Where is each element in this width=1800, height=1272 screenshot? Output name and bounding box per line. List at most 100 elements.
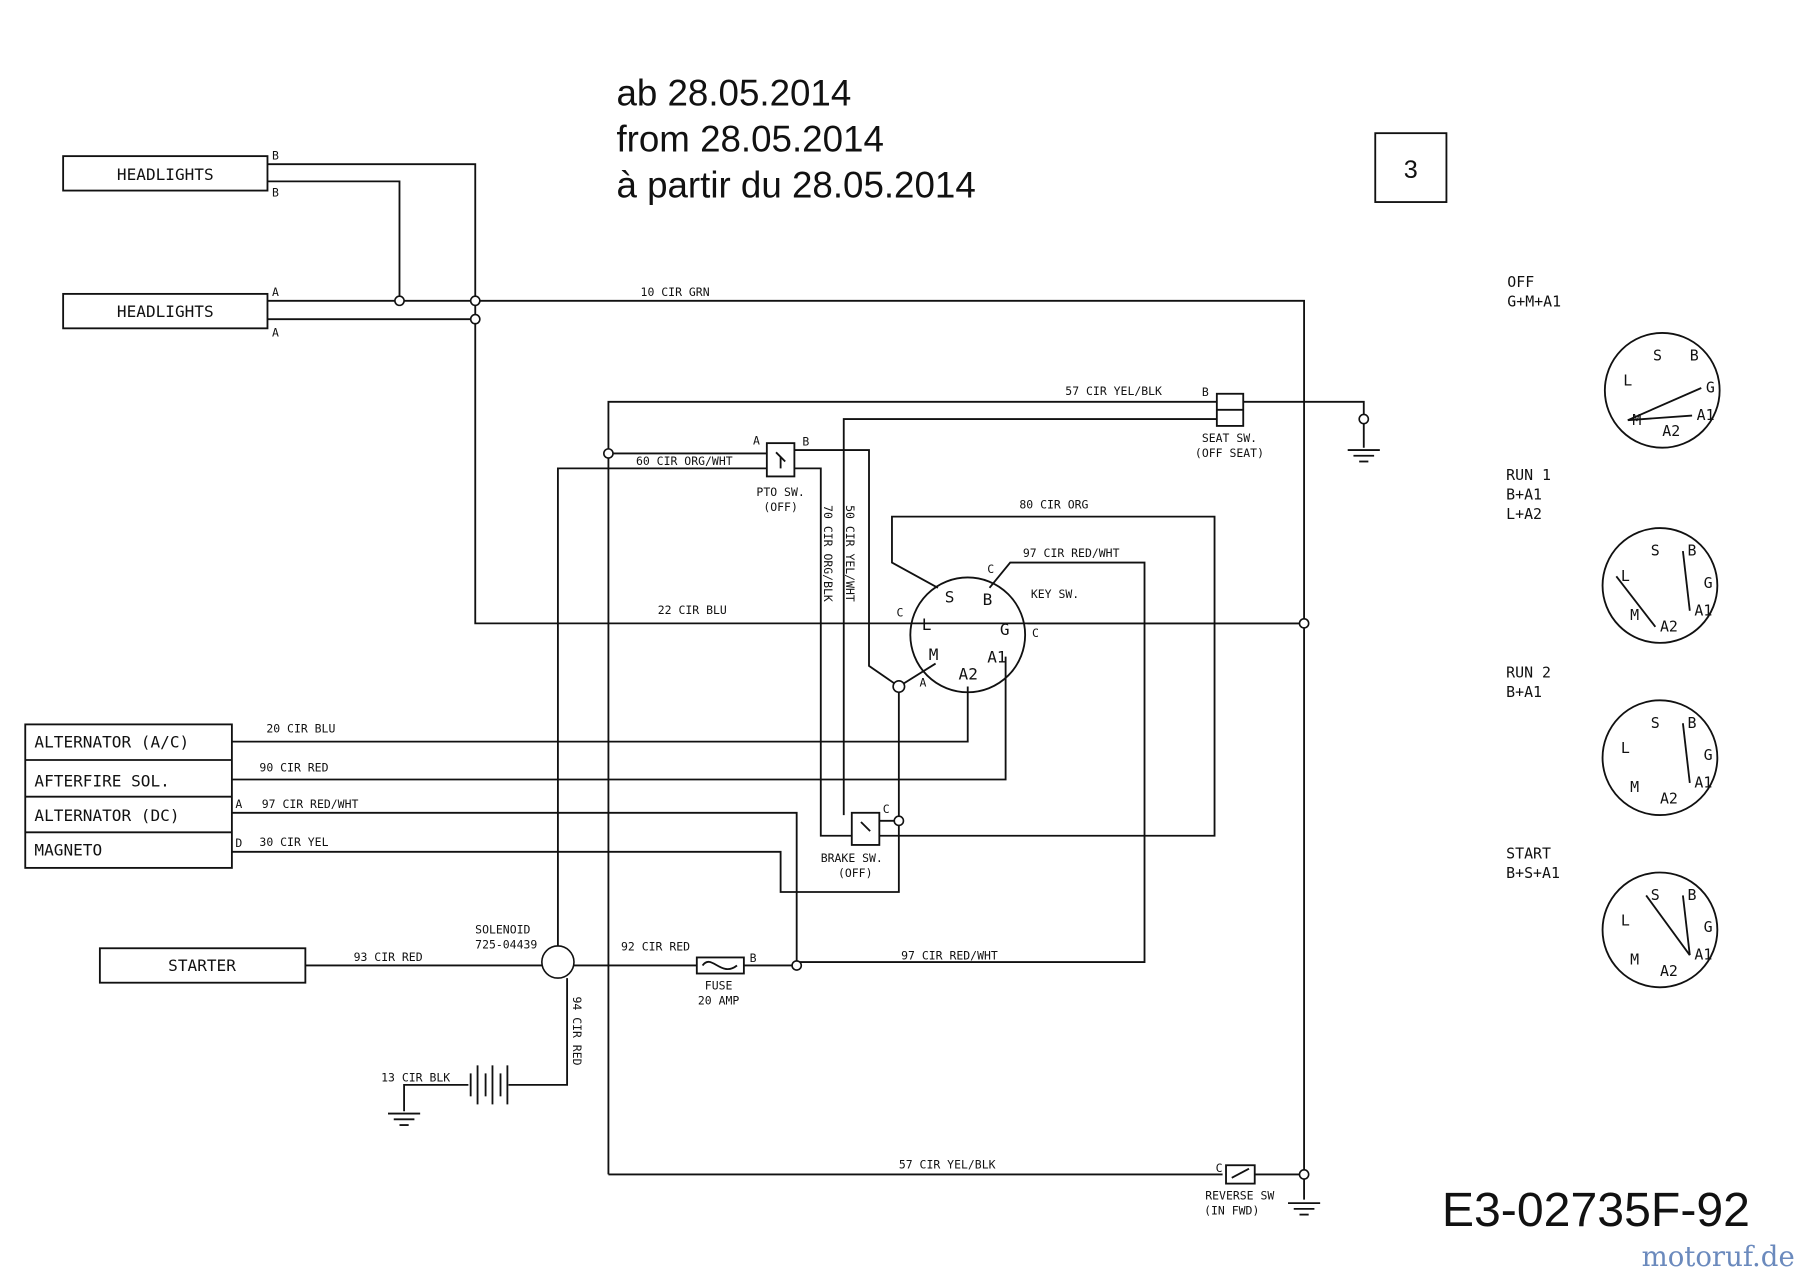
key-dial-terminal: A2 xyxy=(1660,790,1678,808)
key-pos-off-combo: G+M+A1 xyxy=(1507,293,1561,311)
key-pos-start-combo: B+S+A1 xyxy=(1506,864,1560,882)
solenoid-part: 725-04439 xyxy=(475,937,537,951)
solenoid-icon xyxy=(541,945,575,979)
header-line-2: from 28.05.2014 xyxy=(616,119,883,160)
wire-94: 94 CIR RED xyxy=(570,996,584,1065)
key-dial-terminal: M xyxy=(1630,606,1639,624)
key-terminal-s: S xyxy=(945,588,955,607)
wire-80: 80 CIR ORG xyxy=(1019,498,1088,512)
key-dial-link xyxy=(1681,550,1691,611)
key-dial-terminal: M xyxy=(1630,778,1639,796)
svg-text:C: C xyxy=(1032,626,1039,640)
svg-text:B: B xyxy=(750,951,757,965)
drawing-number: E3-02735F-92 xyxy=(1442,1183,1750,1237)
brake-switch-label: BRAKE SW. xyxy=(821,851,883,865)
header-line-1: ab 28.05.2014 xyxy=(616,73,851,114)
key-dial-link xyxy=(1627,414,1693,422)
page-box xyxy=(1374,132,1448,203)
svg-text:C: C xyxy=(897,605,904,619)
wire-57-bottom: 57 CIR YEL/BLK xyxy=(899,1158,996,1172)
key-switch-label: KEY SW. xyxy=(1031,587,1079,601)
key-dial-terminal: A1 xyxy=(1697,406,1715,424)
key-dial-terminal: L xyxy=(1621,567,1630,585)
svg-text:B: B xyxy=(272,185,279,199)
key-terminal-a2: A2 xyxy=(959,665,978,684)
ground-icon xyxy=(388,449,1380,1216)
key-pos-start: START xyxy=(1506,845,1551,863)
wire-57-top: 57 CIR YEL/BLK xyxy=(1065,384,1162,398)
key-dial-terminal: S xyxy=(1651,886,1660,904)
key-terminal-b: B xyxy=(983,590,993,609)
magneto-label: MAGNETO xyxy=(34,840,102,859)
wire-92: 92 CIR RED xyxy=(621,940,690,954)
key-switch-icon xyxy=(909,576,1027,694)
reverse-switch-state: (IN FWD) xyxy=(1204,1204,1259,1218)
wire-97-alt: 97 CIR RED/WHT xyxy=(262,797,359,811)
key-dial-link xyxy=(1615,575,1657,628)
key-dial-terminal: S xyxy=(1651,542,1660,560)
headlights-box-2 xyxy=(62,292,269,330)
key-dial-terminal: S xyxy=(1651,714,1660,732)
svg-text:B: B xyxy=(1202,385,1209,399)
key-dial-icon xyxy=(1601,699,1719,817)
fuse-rating: 20 AMP xyxy=(698,994,740,1008)
seat-switch-label: SEAT SW. xyxy=(1202,431,1257,445)
key-pos-run2: RUN 2 xyxy=(1506,663,1551,681)
key-terminals: S B L G M A2 A1 xyxy=(922,588,1010,684)
seat-switch-state: (OFF SEAT) xyxy=(1195,446,1264,460)
key-terminal-a1: A1 xyxy=(987,647,1006,666)
key-dial-link xyxy=(1627,387,1702,422)
key-dial-terminal: S xyxy=(1653,346,1662,364)
wire-60: 60 CIR ORG/WHT xyxy=(636,454,733,468)
key-dial-terminal: G xyxy=(1706,379,1715,397)
key-terminal-g: G xyxy=(1000,620,1010,639)
pto-switch-state: (OFF) xyxy=(763,500,798,514)
key-dial-terminal: G xyxy=(1704,574,1713,592)
key-dial-icon xyxy=(1601,527,1719,644)
wire-90: 90 CIR RED xyxy=(259,760,328,774)
key-dial-link xyxy=(1681,723,1691,784)
reverse-switch-label: REVERSE SW xyxy=(1205,1189,1274,1203)
starter-box xyxy=(98,947,307,984)
svg-text:B: B xyxy=(802,434,809,448)
svg-text:A: A xyxy=(235,797,242,811)
headlights-box-1 xyxy=(62,155,269,192)
key-pos-run2-combo: B+A1 xyxy=(1506,683,1542,701)
svg-text:C: C xyxy=(883,802,890,816)
wire-50: 50 CIR YEL/WHT xyxy=(843,505,857,602)
pto-switch-icon xyxy=(765,442,796,478)
afterfire-label: AFTERFIRE SOL. xyxy=(34,771,169,790)
svg-text:A: A xyxy=(272,285,279,299)
key-pos-run1-combo-1: B+A1 xyxy=(1506,485,1542,503)
key-dial-terminal: A1 xyxy=(1694,774,1712,792)
wire-13: 13 CIR BLK xyxy=(381,1070,450,1084)
key-dial-terminal: L xyxy=(1623,372,1632,390)
svg-text:A: A xyxy=(753,433,760,447)
fuse-label: FUSE xyxy=(705,979,733,993)
wire-97-key: 97 CIR RED/WHT xyxy=(1023,546,1120,560)
key-dial-terminal: L xyxy=(1621,911,1630,929)
brake-switch-icon xyxy=(850,811,881,846)
key-dial-terminal: A2 xyxy=(1662,422,1680,440)
terminal-letters: B B A A A B B C C C A C A D B C xyxy=(235,149,1222,1176)
key-dial-icon xyxy=(1603,332,1721,449)
key-position-legend: OFF G+M+A1 RUN 1 B+A1 L+A2 RUN 2 B+A1 ST… xyxy=(1506,273,1561,882)
headlights-label-2: HEADLIGHTS xyxy=(117,302,214,321)
brake-switch-state: (OFF) xyxy=(838,866,873,880)
key-pos-off: OFF xyxy=(1507,273,1534,291)
solenoid-label: SOLENOID xyxy=(475,922,530,936)
battery-icon xyxy=(469,1065,509,1105)
alternator-dc-label: ALTERNATOR (DC) xyxy=(34,806,179,825)
wire-labels: 10 CIR GRN 57 CIR YEL/BLK 60 CIR ORG/WHT… xyxy=(259,285,1162,1171)
key-terminal-m: M xyxy=(929,645,939,664)
header-line-3: à partir du 28.05.2014 xyxy=(616,164,975,205)
key-dial-terminal: G xyxy=(1704,918,1713,936)
key-dial-terminal: B xyxy=(1690,346,1699,364)
key-pos-run1: RUN 1 xyxy=(1506,466,1551,484)
wire-97-fuse: 97 CIR RED/WHT xyxy=(901,949,998,963)
wire-22: 22 CIR BLU xyxy=(658,603,727,617)
pto-switch-label: PTO SW. xyxy=(756,485,804,499)
svg-text:C: C xyxy=(987,562,994,576)
